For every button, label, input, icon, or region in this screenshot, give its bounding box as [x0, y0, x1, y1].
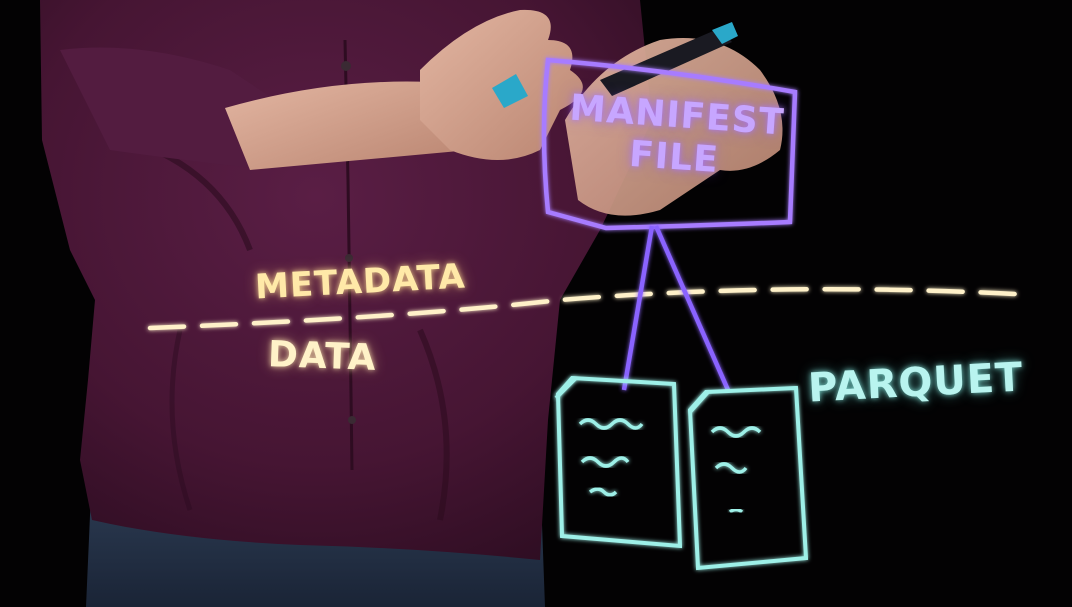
file-1-text-line — [580, 456, 630, 468]
marker-tip-icon — [712, 22, 738, 44]
shirt-fold — [417, 328, 450, 521]
shirt-button — [345, 254, 353, 262]
presenter-sleeve — [60, 47, 290, 170]
manifest-file-label: MANIFEST FILE — [565, 88, 785, 187]
presenter-forearm — [225, 81, 470, 170]
file-1-text-line — [588, 487, 618, 497]
manifest-to-file-2-connector — [653, 225, 731, 391]
file-2-text-line — [728, 507, 744, 514]
parquet-file-2 — [687, 385, 809, 571]
shirt-button — [341, 61, 351, 71]
data-label: DATA — [267, 334, 378, 379]
parquet-file-1 — [555, 375, 683, 549]
file-1-text-line — [578, 418, 644, 430]
manifest-to-file-1-connector — [621, 225, 655, 391]
shirt-button — [348, 416, 356, 424]
parquet-file-1-fold — [554, 376, 578, 400]
file-2-text-line — [710, 426, 762, 438]
shirt-fold — [169, 329, 193, 511]
manifest-file-box — [541, 57, 798, 231]
marker-cap-icon — [492, 74, 528, 108]
parquet-file-2-fold — [688, 390, 710, 414]
marker-pen-icon — [600, 28, 732, 96]
file-2-text-line — [714, 462, 748, 474]
